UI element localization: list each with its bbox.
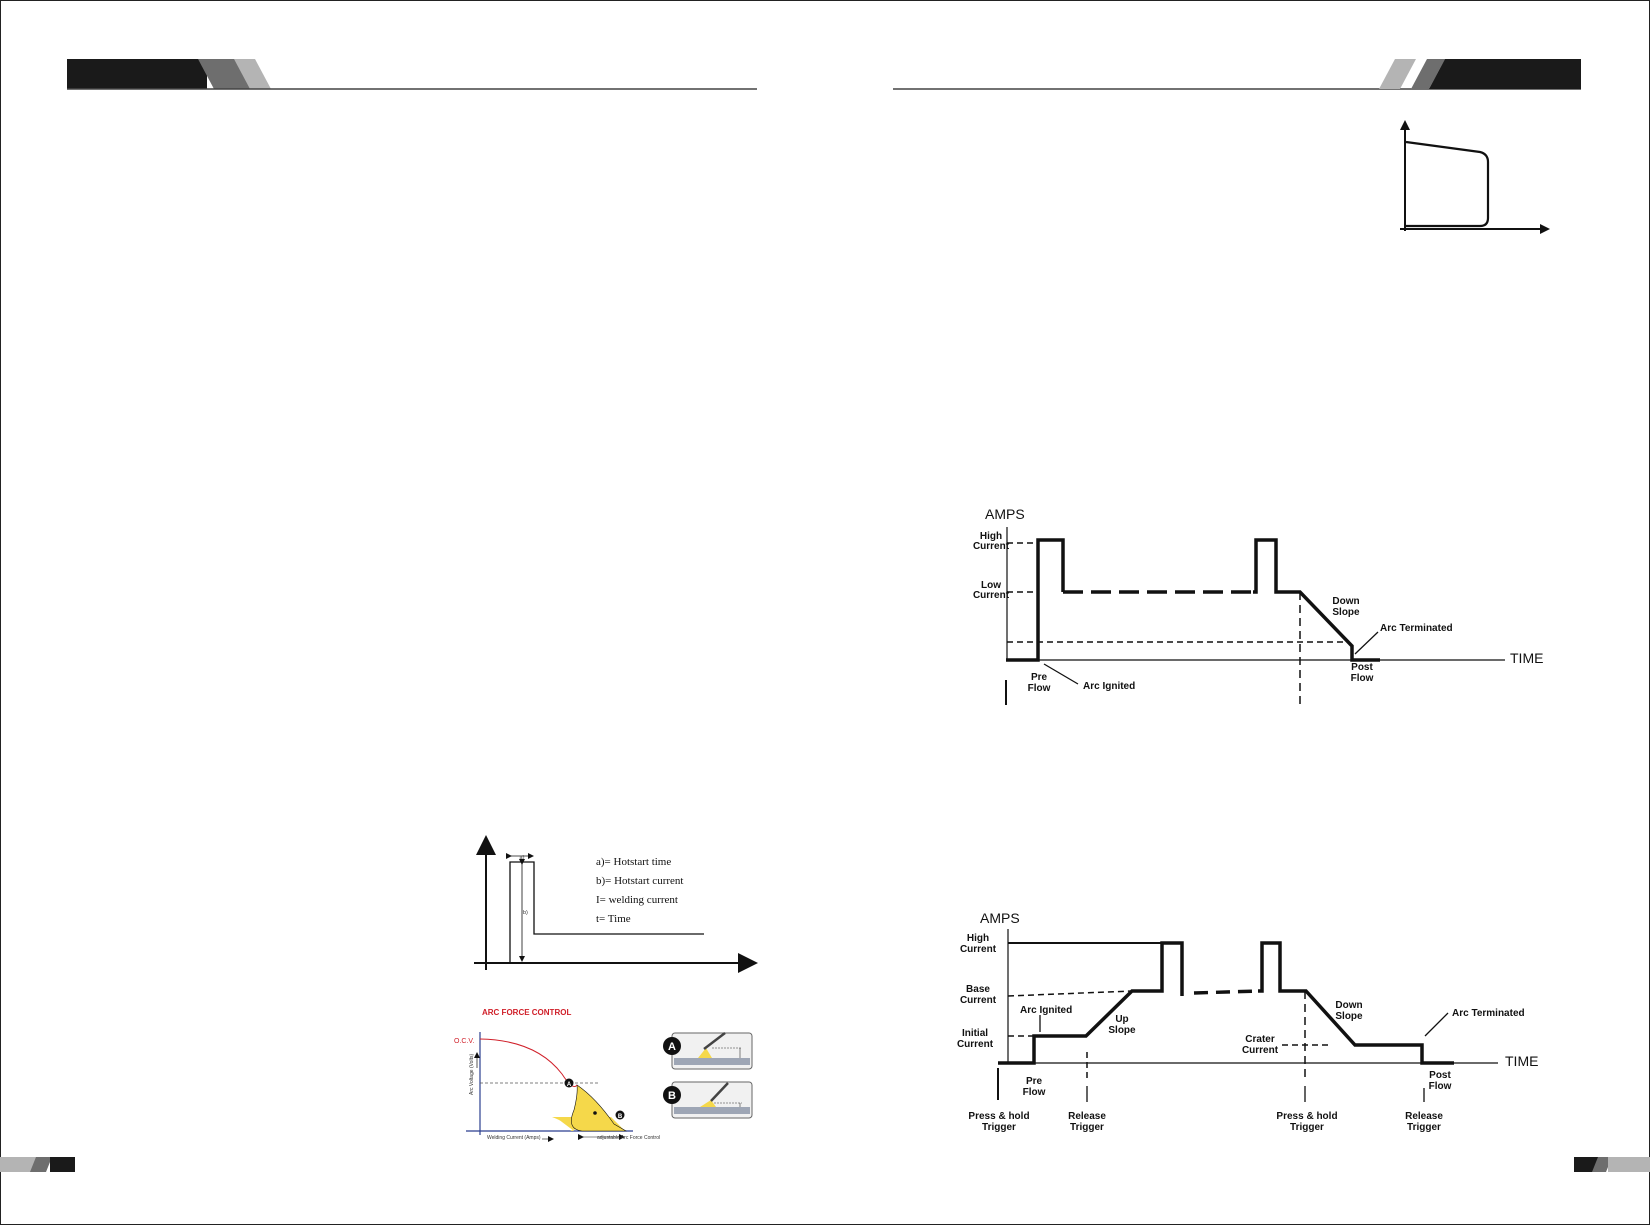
hotstart-legend-t: t= Time bbox=[596, 913, 631, 925]
crater-current-4t-2: Current bbox=[1242, 1045, 1279, 1056]
arc-force-title: ARC FORCE CONTROL bbox=[482, 1008, 571, 1017]
high-current-label-2: Current bbox=[973, 541, 1010, 552]
pre-flow-4t-2: Flow bbox=[1023, 1087, 1046, 1098]
high-current-label-1: High bbox=[980, 531, 1002, 542]
amps-label-4t: AMPS bbox=[980, 910, 1020, 926]
initial-current-4t-2: Current bbox=[957, 1039, 994, 1050]
pre-flow-label-2: Flow bbox=[1028, 683, 1051, 694]
footer-left bbox=[0, 1157, 75, 1172]
hotstart-diagram: a) b) a)= Hotstart time b)= Hotstart cur… bbox=[474, 835, 758, 973]
crater-current-4t-1: Crater bbox=[1245, 1034, 1275, 1045]
adjustable-label: adjustable Arc Force Control bbox=[597, 1135, 660, 1141]
high-current-4t-2: Current bbox=[960, 944, 997, 955]
release-1-line2: Trigger bbox=[1070, 1122, 1104, 1133]
arc-ignited-label: Arc Ignited bbox=[1083, 681, 1135, 692]
pre-flow-4t-1: Pre bbox=[1026, 1076, 1043, 1087]
press-hold-2-line2: Trigger bbox=[1290, 1122, 1324, 1133]
base-current-4t-1: Base bbox=[966, 984, 990, 995]
amps-label: AMPS bbox=[985, 506, 1025, 522]
low-current-label-2: Current bbox=[973, 590, 1010, 601]
down-slope-4t-2: Slope bbox=[1335, 1011, 1363, 1022]
footer-right bbox=[1574, 1157, 1650, 1172]
post-flow-4t-1: Post bbox=[1429, 1070, 1451, 1081]
two-t-timing-diagram: AMPS TIME High Current Low Current Down … bbox=[973, 506, 1543, 705]
ocv-label: O.C.V. bbox=[454, 1038, 474, 1045]
press-hold-1-line1: Press & hold bbox=[968, 1111, 1029, 1122]
arc-ignited-4t: Arc Ignited bbox=[1020, 1005, 1072, 1016]
press-hold-2-line1: Press & hold bbox=[1276, 1111, 1337, 1122]
arc-terminated-label: Arc Terminated bbox=[1380, 623, 1453, 634]
down-slope-label-1: Down bbox=[1332, 596, 1359, 607]
post-flow-label-2: Flow bbox=[1351, 673, 1374, 684]
hotstart-a-label: a) bbox=[520, 855, 525, 861]
four-t-timing-diagram: AMPS TIME High Current Base Current Init… bbox=[957, 910, 1539, 1133]
time-label-4t: TIME bbox=[1505, 1053, 1538, 1069]
high-current-4t-1: High bbox=[967, 933, 989, 944]
release-2-line2: Trigger bbox=[1407, 1122, 1441, 1133]
up-slope-4t-1: Up bbox=[1115, 1014, 1128, 1025]
base-current-4t-2: Current bbox=[960, 995, 997, 1006]
down-slope-4t-1: Down bbox=[1335, 1000, 1362, 1011]
hotstart-legend-i: I= welding current bbox=[596, 894, 678, 906]
point-b-badge: B bbox=[618, 1114, 623, 1120]
release-2-line1: Release bbox=[1405, 1111, 1443, 1122]
post-flow-4t-2: Flow bbox=[1429, 1081, 1452, 1092]
inset-a-badge: A bbox=[668, 1041, 676, 1053]
hotstart-legend-a: a)= Hotstart time bbox=[596, 856, 671, 868]
inset-b-badge: B bbox=[668, 1090, 676, 1102]
arc-force-diagram: ARC FORCE CONTROL O.C.V. Arc Voltage (Vo… bbox=[454, 1008, 753, 1142]
initial-current-4t-1: Initial bbox=[962, 1028, 988, 1039]
post-flow-label-1: Post bbox=[1351, 662, 1373, 673]
header-right bbox=[893, 59, 1581, 90]
press-hold-1-line2: Trigger bbox=[982, 1122, 1016, 1133]
hotstart-b-label: b) bbox=[523, 910, 528, 916]
pre-flow-label-1: Pre bbox=[1031, 672, 1048, 683]
hotstart-legend-b: b)= Hotstart current bbox=[596, 875, 683, 887]
down-slope-label-2: Slope bbox=[1332, 607, 1360, 618]
lift-tig-curve-diagram bbox=[1400, 120, 1550, 234]
arc-voltage-label: Arc Voltage (Volts) bbox=[469, 1054, 475, 1095]
low-current-label-1: Low bbox=[981, 580, 1001, 591]
time-label: TIME bbox=[1510, 650, 1543, 666]
welding-current-label: Welding Current (Amps) bbox=[487, 1135, 541, 1141]
header-left bbox=[67, 59, 757, 90]
arc-terminated-4t: Arc Terminated bbox=[1452, 1008, 1525, 1019]
release-1-line1: Release bbox=[1068, 1111, 1106, 1122]
up-slope-4t-2: Slope bbox=[1108, 1025, 1136, 1036]
point-a-badge: A bbox=[567, 1082, 572, 1088]
